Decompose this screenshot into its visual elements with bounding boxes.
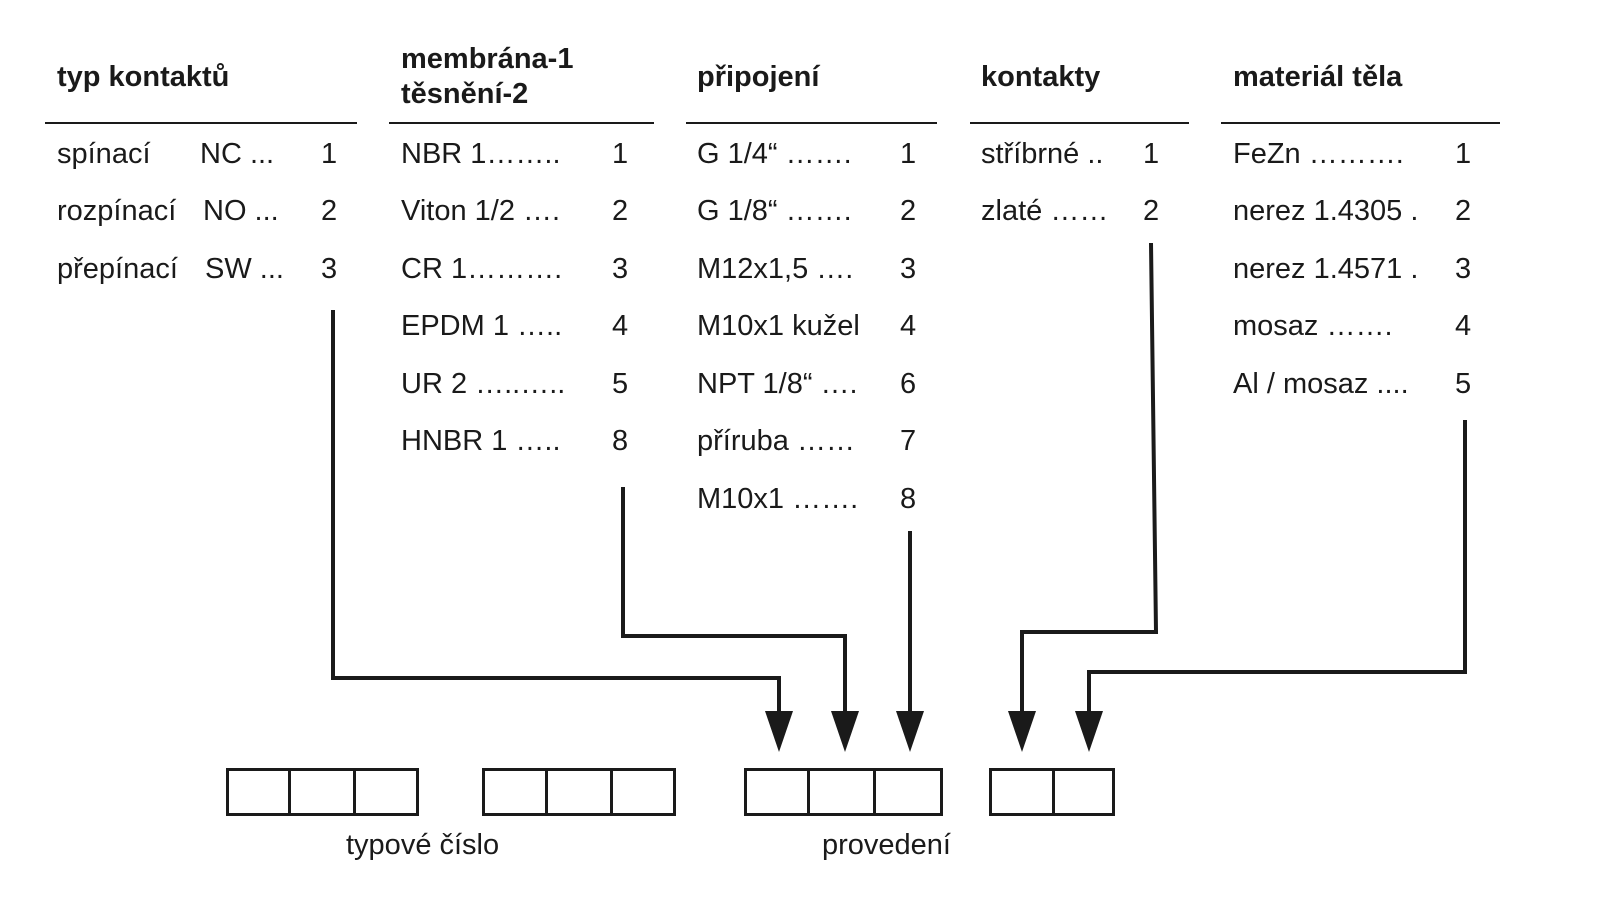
- contacts-code: 1: [1143, 138, 1160, 170]
- connector-contacts: [1020, 242, 1159, 712]
- version-box: [807, 768, 876, 816]
- header-body-material: materiál těla: [1233, 61, 1403, 93]
- connection-label: M10x1 …….: [697, 483, 859, 515]
- membrane-label: UR 2 …..…..: [401, 368, 566, 400]
- header-rule-contacts: [970, 122, 1189, 124]
- membrane-code: 4: [612, 310, 629, 342]
- connection-label: příruba ……: [697, 425, 855, 457]
- version-box: [989, 768, 1055, 816]
- header-contact-type: typ kontaktů: [57, 61, 230, 93]
- type-number-box: [288, 768, 356, 816]
- caption-type-number: typové číslo: [346, 829, 500, 861]
- contact-type-abbrev: SW ...: [205, 253, 284, 285]
- type-number-box: [482, 768, 548, 816]
- arrowhead-contact-type: [765, 711, 793, 752]
- version-box: [744, 768, 810, 816]
- material-code: 5: [1455, 368, 1472, 400]
- connection-code: 8: [900, 483, 917, 515]
- arrowhead-contacts: [1008, 711, 1036, 752]
- membrane-label: HNBR 1 …..: [401, 425, 561, 457]
- membrane-label: CR 1……….: [401, 253, 563, 285]
- header-rule-connection: [686, 122, 937, 124]
- type-number-box: [226, 768, 291, 816]
- type-number-box: [610, 768, 676, 816]
- material-label: FeZn ……….: [1233, 138, 1404, 170]
- header-seal: těsnění-2: [401, 78, 529, 110]
- contact-type-label: rozpínací: [57, 195, 177, 227]
- connection-label: NPT 1/8“ ….: [697, 368, 858, 400]
- caption-version: provedení: [822, 829, 951, 861]
- membrane-label: EPDM 1 …..: [401, 310, 563, 342]
- header-connection: připojení: [697, 61, 820, 93]
- membrane-code: 8: [612, 425, 629, 457]
- contact-type-code: 3: [321, 253, 338, 285]
- connector-contact-type: [331, 310, 781, 712]
- version-box: [1052, 768, 1115, 816]
- membrane-code: 1: [612, 138, 629, 170]
- version-box: [873, 768, 943, 816]
- contact-type-label: spínací: [57, 138, 151, 170]
- contact-type-abbrev: NC ...: [200, 138, 275, 170]
- connector-material: [1087, 420, 1467, 712]
- contact-type-label: přepínací: [57, 253, 178, 285]
- material-code: 4: [1455, 310, 1472, 342]
- contacts-label: zlaté ……: [981, 195, 1109, 227]
- arrowhead-material: [1075, 711, 1103, 752]
- connection-label: M12x1,5 ….: [697, 253, 854, 285]
- membrane-code: 3: [612, 253, 629, 285]
- connection-code: 6: [900, 368, 917, 400]
- material-code: 2: [1455, 195, 1472, 227]
- type-number-box: [545, 768, 613, 816]
- connection-label: M10x1 kužel: [697, 310, 860, 342]
- arrowhead-membrane: [831, 711, 859, 752]
- connection-code: 4: [900, 310, 917, 342]
- header-rule-membrane: [389, 122, 654, 124]
- connection-code: 7: [900, 425, 917, 457]
- contact-type-code: 2: [321, 195, 338, 227]
- header-contacts: kontakty: [981, 61, 1101, 93]
- contacts-label: stříbrné ..: [981, 138, 1104, 170]
- membrane-code: 2: [612, 195, 629, 227]
- arrowhead-connection: [896, 711, 924, 752]
- connection-code: 2: [900, 195, 917, 227]
- connector-membrane: [621, 487, 847, 712]
- header-rule-contact-type: [45, 122, 357, 124]
- contact-type-abbrev: NO ...: [203, 195, 279, 227]
- connection-label: G 1/8“ …….: [697, 195, 852, 227]
- material-code: 1: [1455, 138, 1472, 170]
- header-rule-body-material: [1221, 122, 1500, 124]
- membrane-label: NBR 1……..: [401, 138, 561, 170]
- material-label: nerez 1.4571 .: [1233, 253, 1419, 285]
- membrane-code: 5: [612, 368, 629, 400]
- material-label: Al / mosaz ....: [1233, 368, 1409, 400]
- connection-code: 1: [900, 138, 917, 170]
- material-label: mosaz …….: [1233, 310, 1393, 342]
- connection-label: G 1/4“ …….: [697, 138, 852, 170]
- material-label: nerez 1.4305 .: [1233, 195, 1419, 227]
- membrane-label: Viton 1/2 ….: [401, 195, 561, 227]
- header-membrane: membrána-1: [401, 43, 574, 75]
- type-number-box: [353, 768, 419, 816]
- contacts-code: 2: [1143, 195, 1160, 227]
- connection-code: 3: [900, 253, 917, 285]
- material-code: 3: [1455, 253, 1472, 285]
- contact-type-code: 1: [321, 138, 338, 170]
